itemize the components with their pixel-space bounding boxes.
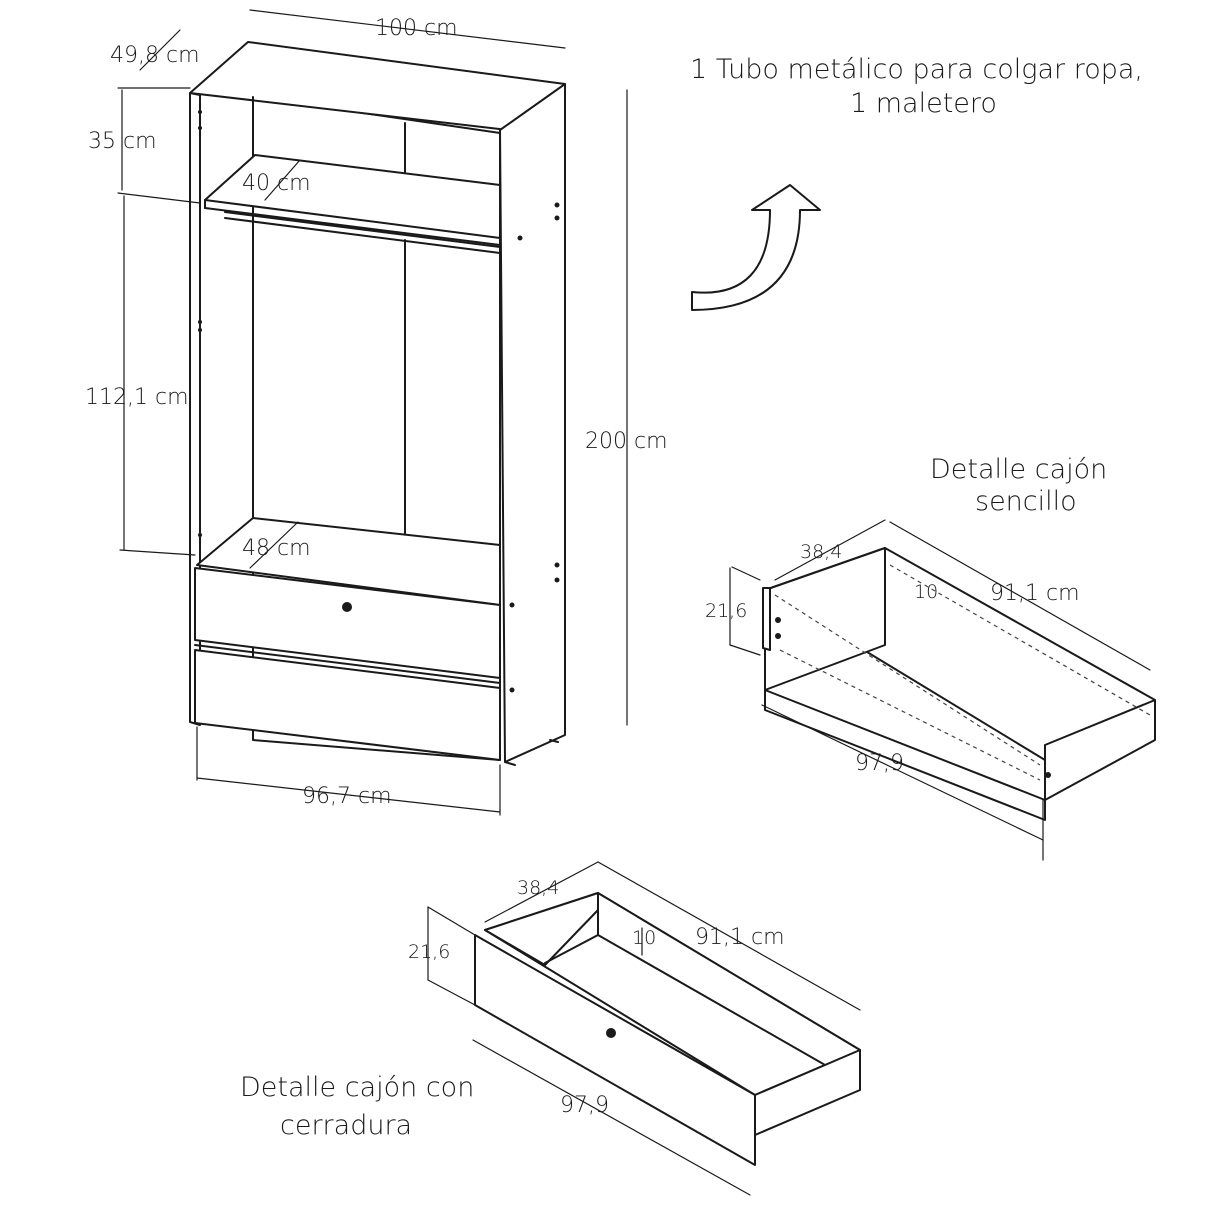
label-width-top: 100 cm [375,16,458,41]
label-top-compartment: 35 cm [88,129,157,154]
simple-drawer-depth: 38,4 [800,541,842,563]
note-line-2: 1 maletero [850,88,997,119]
lock-drawer-title-1: Detalle cajón con [240,1072,474,1103]
label-depth-top: 49,8 cm [110,43,200,68]
curved-arrow-icon [691,184,821,311]
label-bottom-depth: 48 cm [242,536,311,561]
simple-drawer-title-1: Detalle cajón [930,454,1107,485]
simple-drawer-drawing: 38,4 21,6 10 91,1 cm 97,9 [705,519,1156,861]
label-total-height: 200 cm [585,429,668,454]
lock-drawer-drawing: 38,4 21,6 10 91,1 cm 97,9 [408,861,861,1196]
simple-drawer-inner-height: 10 [914,581,938,603]
simple-drawer-title-2: sencillo [975,486,1077,517]
label-inner-width: 96,7 cm [302,784,392,809]
simple-drawer-front-width: 97,9 [855,751,904,776]
lock-drawer-inner-width: 91,1 cm [695,925,785,950]
lock-drawer-inner-height: 10 [632,927,656,949]
lock-drawer-title-2: cerradura [280,1110,412,1141]
wardrobe-dimensions: 100 cm 49,8 cm 35 cm 40 cm 112,1 cm 200 … [85,9,668,816]
lock-drawer-front-width: 97,9 [560,1093,609,1118]
simple-drawer-inner-width: 91,1 cm [990,581,1080,606]
label-shelf-depth: 40 cm [242,171,311,196]
label-hanging-height: 112,1 cm [85,385,189,410]
lock-drawer-depth: 38,4 [517,877,559,899]
simple-drawer-height: 21,6 [705,600,747,622]
wardrobe-drawing [189,41,566,766]
lock-drawer-height: 21,6 [408,941,450,963]
note-line-1: 1 Tubo metálico para colgar ropa, [690,54,1143,85]
